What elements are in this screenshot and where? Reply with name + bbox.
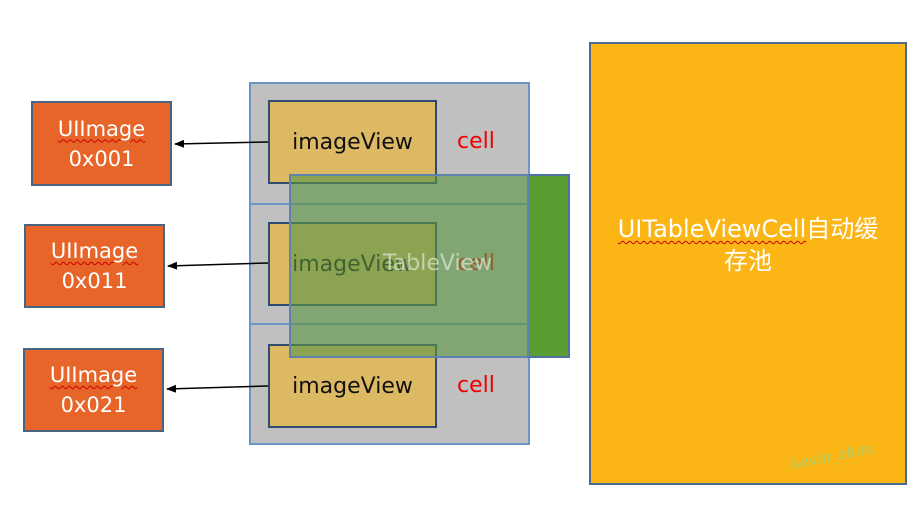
uiimage-box-1: UIImage 0x001 xyxy=(31,101,172,186)
image-view-1-label: imageView xyxy=(292,129,413,155)
image-view-1: imageView xyxy=(268,100,437,184)
uiimage-3-name: UIImage xyxy=(49,363,138,387)
reuse-pool-label: UITableViewCell自动缓 存池 xyxy=(600,213,896,277)
table-view-label: TableView xyxy=(383,251,493,276)
arrow-3 xyxy=(166,384,269,393)
cell-label-3: cell xyxy=(457,373,495,398)
uiimage-3-address: 0x021 xyxy=(60,393,127,417)
table-view-overlay xyxy=(289,174,529,358)
uiimage-box-3: UIImage 0x021 xyxy=(23,348,164,432)
reuse-pool-line2: 存池 xyxy=(724,247,772,275)
arrow-1 xyxy=(174,139,269,148)
uiimage-2-address: 0x011 xyxy=(61,269,128,293)
uiimage-1-name: UIImage xyxy=(57,116,146,141)
reuse-pool-class-name: UITableViewCell xyxy=(617,215,807,243)
cell-label-1: cell xyxy=(457,129,495,154)
uiimage-box-2: UIImage 0x011 xyxy=(24,224,165,308)
arrow-2 xyxy=(167,261,269,270)
image-view-3-label: imageView xyxy=(292,373,413,399)
uiimage-1-address: 0x001 xyxy=(68,146,135,171)
uiimage-2-name: UIImage xyxy=(50,239,139,263)
reuse-pool-box xyxy=(589,42,907,485)
image-view-3: imageView xyxy=(268,344,437,428)
reuse-pool-suffix: 自动缓 xyxy=(806,215,879,243)
